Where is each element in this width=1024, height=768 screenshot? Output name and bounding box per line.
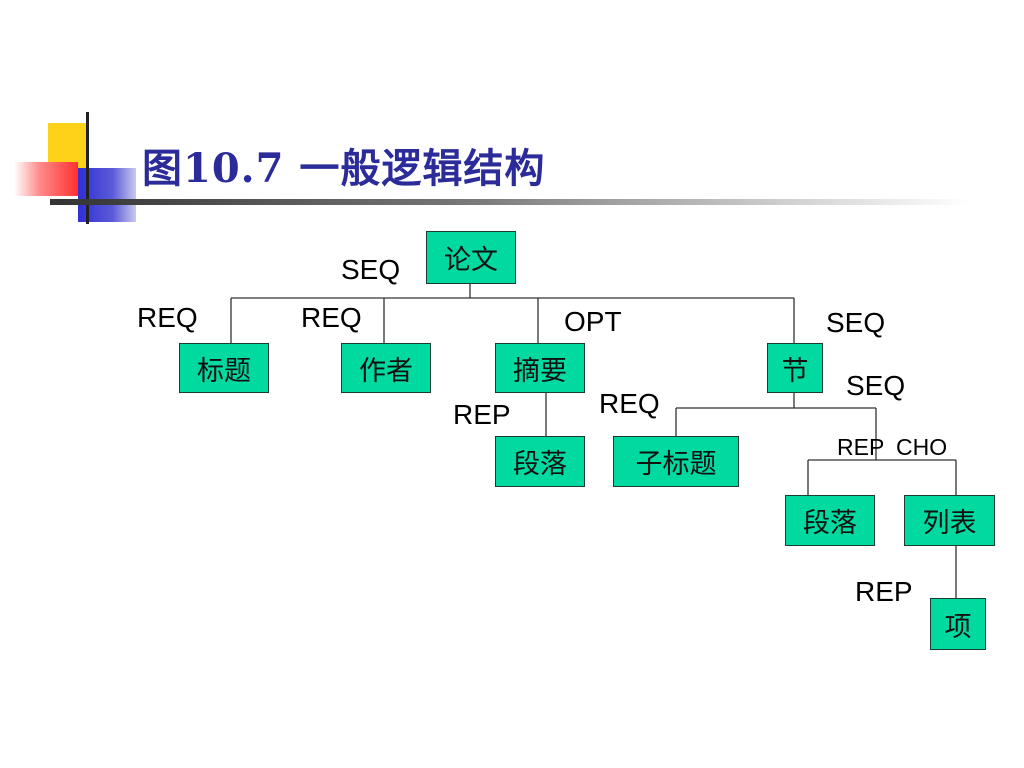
node-abstract: 摘要 bbox=[495, 343, 585, 393]
edge-label-section-children-seq: SEQ bbox=[846, 370, 906, 401]
node-root: 论文 bbox=[426, 231, 516, 284]
node-section: 节 bbox=[767, 343, 823, 393]
edge-label-section-seq: SEQ bbox=[826, 307, 886, 338]
deco-vertical-line bbox=[86, 112, 89, 224]
node-author: 作者 bbox=[341, 343, 431, 393]
edge-label-item-rep: REP bbox=[855, 576, 913, 607]
edge-label-title-req: REQ bbox=[137, 302, 198, 333]
deco-red-square bbox=[14, 162, 78, 196]
node-abstract-paragraph: 段落 bbox=[495, 436, 585, 487]
node-section-paragraph: 段落 bbox=[785, 495, 875, 546]
edge-label-subtitle-req: REQ bbox=[599, 388, 660, 419]
edge-label-author-req: REQ bbox=[301, 302, 362, 333]
slide-title: 图10.7 一般逻辑结构 bbox=[142, 145, 546, 192]
title-underline bbox=[50, 199, 970, 205]
node-subtitle: 子标题 bbox=[613, 436, 739, 487]
node-list: 列表 bbox=[904, 495, 995, 546]
node-title: 标题 bbox=[179, 343, 269, 393]
edge-label-abstract-paragraph-rep: REP bbox=[453, 399, 511, 430]
edge-label-root-seq: SEQ bbox=[341, 254, 401, 285]
node-item: 项 bbox=[930, 598, 986, 650]
edge-label-list-cho: CHO bbox=[896, 434, 948, 460]
edge-label-section-paragraph-rep: REP bbox=[837, 434, 885, 460]
edge-label-abstract-opt: OPT bbox=[564, 306, 622, 337]
